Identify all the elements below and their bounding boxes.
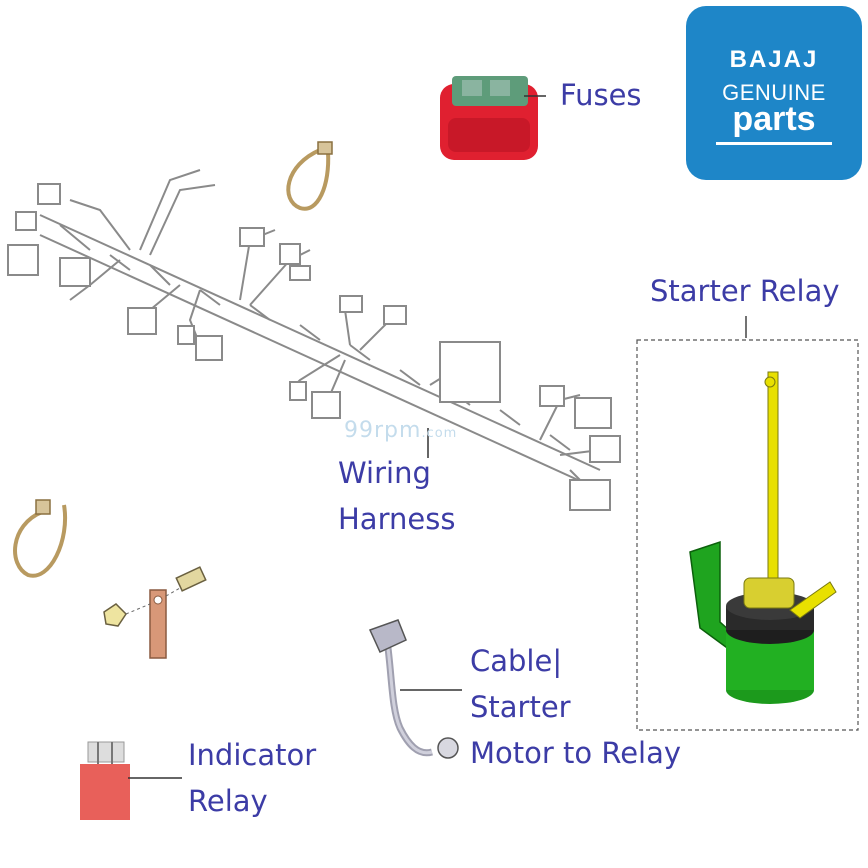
starter-relay-label-text: Starter Relay [650,274,840,308]
starter-relay-image [689,371,837,704]
cable-label-line3: Motor to Relay [470,736,682,770]
earth-strip-image [103,566,207,659]
cable-label-line2: Starter [470,690,571,724]
logo-parts: parts [732,100,816,138]
starter-relay-label: Starter Relay [650,268,840,314]
logo-underline [716,142,832,145]
wiring-harness-label-line1: Wiring [338,456,431,490]
starter-relay-frame [636,316,859,731]
indicator-relay-label: Indicator Relay [188,732,316,824]
indicator-relay-label-line1: Indicator [188,738,317,772]
cable-tie-left [13,499,68,578]
fuses-label-text: Fuses [560,78,642,112]
wiring-harness-label: Wiring Harness [338,450,455,542]
cable-tie-top [286,141,333,211]
bajaj-genuine-parts-logo: BAJAJ GENUINE parts [686,6,862,180]
fuses-label: Fuses [560,72,642,118]
watermark: 99rpm.com [344,418,458,443]
indicator-relay-image [80,741,130,820]
cable-label-line1: Cable| [470,644,563,678]
logo-genuine: GENUINE [722,80,826,105]
fuses-image [440,76,538,160]
indicator-relay-label-line2: Relay [188,784,268,818]
cable-label: Cable| Starter Motor to Relay [470,638,681,776]
wiring-harness-label-line2: Harness [338,502,456,536]
cable-image [368,619,459,759]
leader-lines [128,95,546,779]
wiring-harness-image [7,169,621,511]
logo-brand: BAJAJ [729,46,819,73]
